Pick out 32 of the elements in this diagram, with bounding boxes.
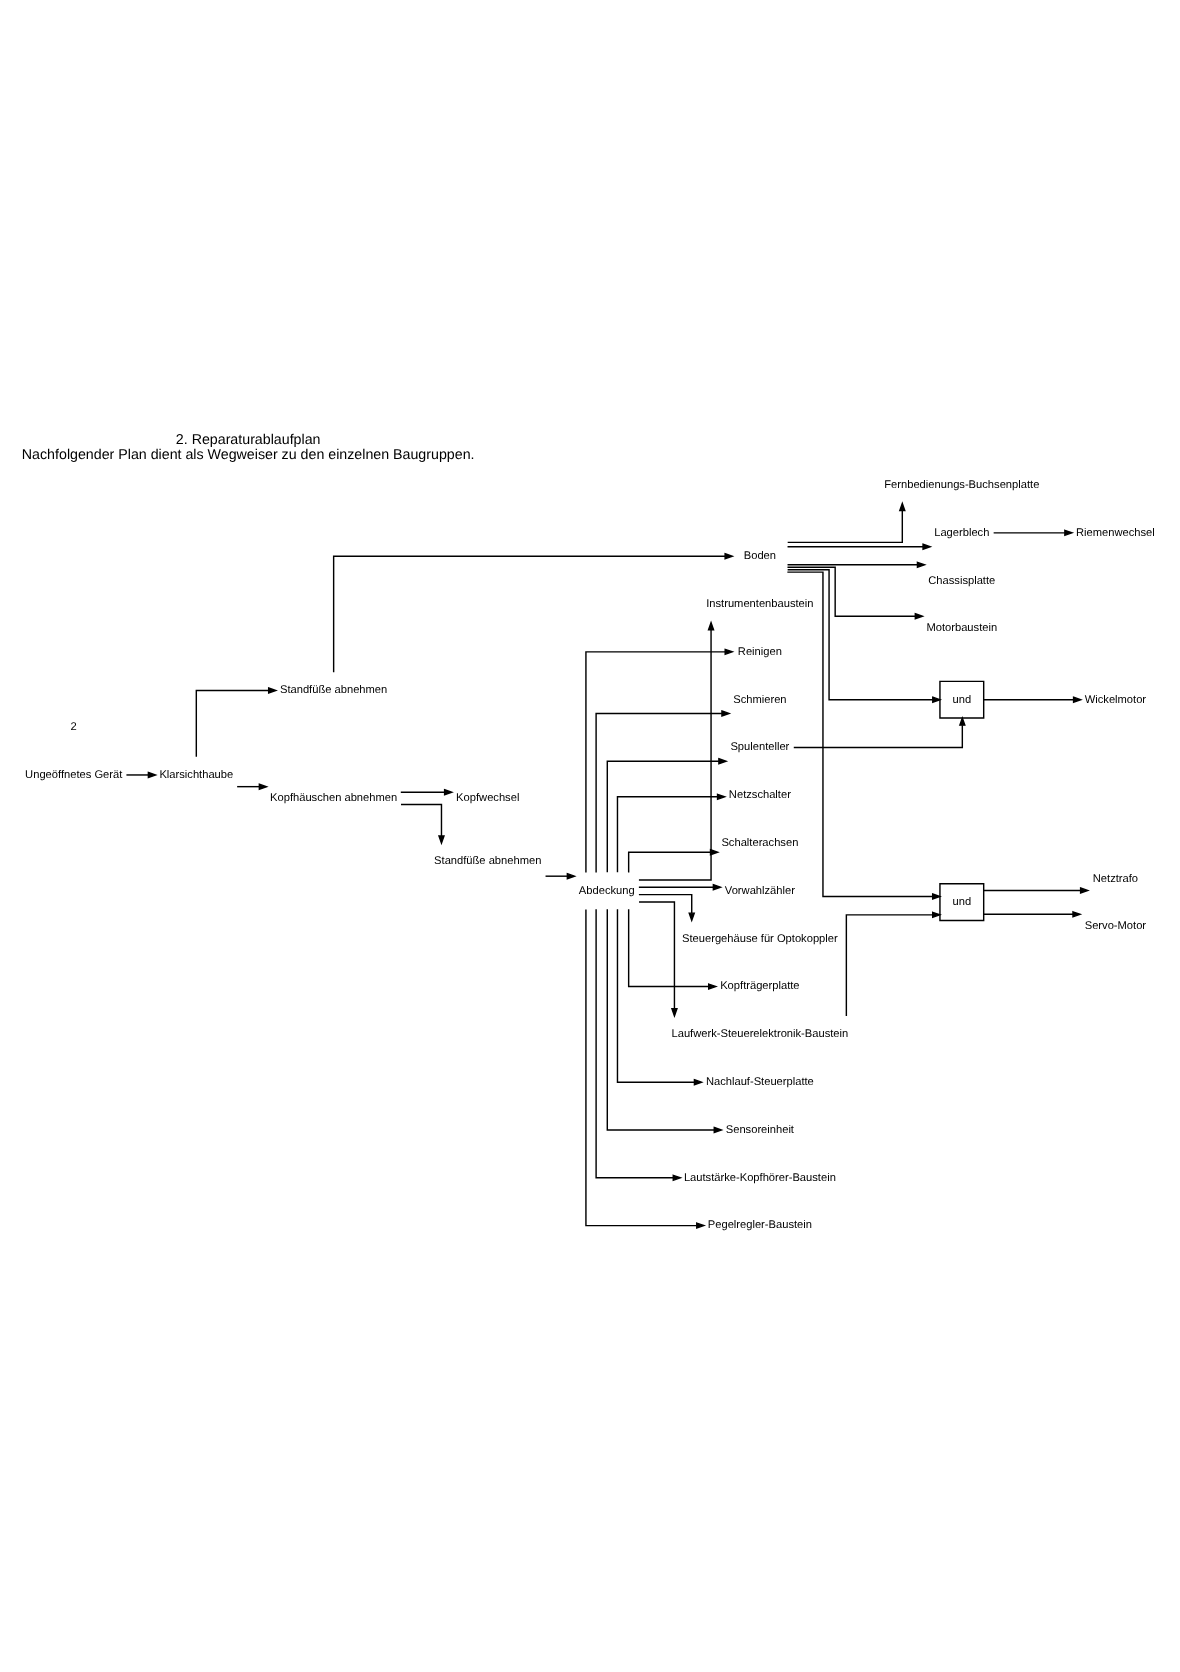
arrow — [595, 709, 732, 874]
arrow — [125, 771, 158, 779]
arrow — [595, 908, 683, 1182]
arrow — [616, 908, 704, 1086]
arrow — [983, 886, 1090, 894]
arrow — [786, 543, 933, 551]
arrow — [606, 757, 729, 874]
arrow — [627, 908, 718, 991]
arrow — [845, 911, 942, 1017]
arrow — [332, 552, 735, 673]
arrow — [787, 501, 906, 544]
arrow — [786, 566, 925, 620]
arrow — [793, 715, 966, 749]
arrow — [786, 568, 943, 704]
arrow — [400, 788, 454, 796]
arrow — [638, 893, 696, 923]
arrow — [606, 908, 724, 1134]
arrow — [786, 571, 942, 901]
arrow — [195, 687, 278, 758]
arrow — [400, 803, 445, 846]
arrow — [786, 561, 927, 569]
arrow — [983, 910, 1083, 918]
arrow — [585, 908, 707, 1230]
arrow — [992, 529, 1075, 537]
arrow — [544, 872, 577, 880]
arrow — [585, 648, 735, 874]
arrow — [638, 901, 678, 1019]
arrow — [638, 620, 715, 881]
arrow — [616, 793, 727, 874]
arrow — [236, 783, 269, 791]
arrow — [983, 696, 1083, 704]
arrow — [638, 883, 723, 891]
